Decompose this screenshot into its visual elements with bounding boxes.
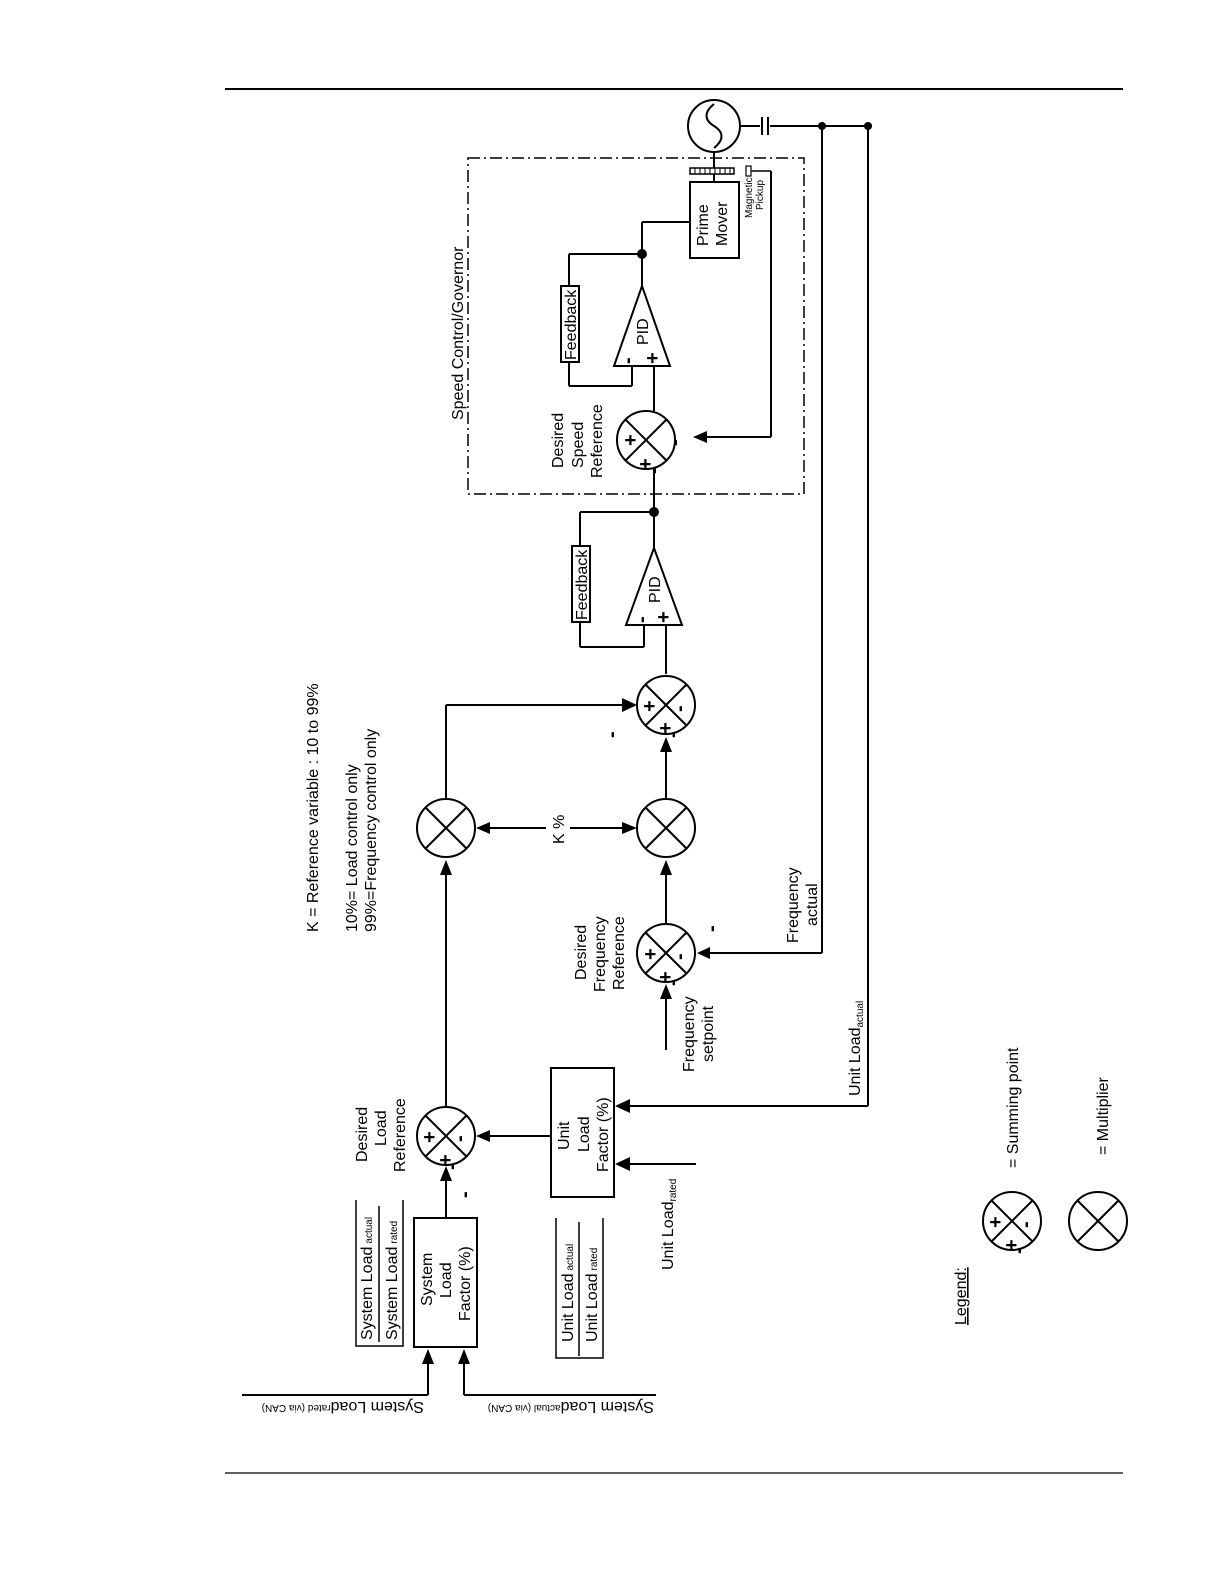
system-load-factor-label-3: Factor (%) [457,1246,474,1321]
svg-text:-: - [664,439,686,446]
load-minus-sign: - [454,1191,476,1198]
svg-text:Unit Loadrated: Unit Loadrated [584,1248,601,1342]
svg-text:-: - [662,979,684,986]
svg-text:Unit Loadactual: Unit Loadactual [560,1244,577,1342]
speed-pid-label: PID [635,318,652,345]
frequency-actual-minus-sign: - [701,925,723,932]
load-control-note: 10%= Load control only [344,764,361,932]
system-load-factor-label-2: Load [438,1262,455,1298]
load-feedback-block [571,545,591,623]
frequency-setpoint-label-1: Frequency [681,996,698,1072]
speed-pid-block [612,282,672,367]
desired-speed-ref-label-3: Reference [589,404,606,478]
generator-icon [687,99,741,153]
combine-minus-sign: - [601,731,623,738]
speed-control-label: Speed Control/Governor [450,246,467,420]
svg-text:-: - [669,953,691,960]
prime-mover-block [689,181,740,259]
desired-frequency-ref-label-2: Frequency [592,916,609,992]
load-feedback-label: Feedback [574,549,591,620]
system-load-factor-label-1: System [419,1253,436,1306]
unit-load-factor-label-2: Load [576,1116,593,1152]
desired-load-ref-label-1: Desired [354,1107,371,1162]
shaft-coupling-icon [689,167,735,175]
frequency-actual-label-2: actual [804,883,821,926]
system-load-rated-input-label: System Loadrated (via CAN) [262,1398,424,1415]
svg-text:+: + [655,722,677,734]
magnetic-pickup-icon [745,165,752,177]
svg-text:System Loadactual: System Loadactual [359,1217,376,1340]
svg-text:+: + [635,458,657,470]
svg-text:+: + [985,1216,1007,1228]
reference-variable-note: K = Reference variable : 10 to 99% [305,683,322,932]
svg-text:-: - [662,731,684,738]
svg-text:+: + [655,971,677,983]
desired-load-ref-label-2: Load [373,1110,390,1146]
svg-text:+: + [653,611,675,623]
frequency-multiplier [636,798,696,858]
svg-text:-: - [669,705,691,712]
speed-feedback-label: Feedback [563,289,580,360]
load-multiplier [416,798,476,858]
frequency-control-note: 99%=Frequency control only [363,729,380,932]
legend-title: Legend: [953,1267,970,1325]
svg-text:-: - [441,1163,463,1170]
system-load-fraction: System Loadactual System Loadrated [355,1200,404,1347]
legend-multiplier-label: = Multiplier [1095,1077,1112,1155]
k-percent-label: K % [551,815,568,844]
svg-text:+: + [640,948,662,960]
prime-mover-label-1: Prime [695,204,712,246]
desired-frequency-ref-label-1: Desired [573,925,590,980]
desired-frequency-ref-label-3: Reference [611,916,628,990]
unit-load-rated-label: Unit Loadrated [660,1179,679,1270]
speed-control-group [467,157,805,495]
system-load-actual-input-label: System Loadactual (via CAN) [488,1398,654,1415]
svg-text:-: - [631,616,653,623]
svg-text:-: - [617,357,639,364]
svg-text:System Loadrated: System Loadrated [384,1221,401,1340]
magnetic-pickup-label-1: Magnetic [744,177,755,218]
unit-load-factor-label-1: Unit [556,1121,573,1150]
legend-summing-label: = Summing point [1005,1047,1022,1168]
svg-text:-: - [1008,1247,1030,1254]
desired-speed-ref-label-2: Speed [570,422,587,468]
svg-text:+: + [642,352,664,364]
legend-multiplier-icon [1068,1191,1128,1251]
svg-text:+: + [639,700,661,712]
svg-text:+: + [419,1131,441,1143]
unit-load-actual-label: Unit Loadactual [847,1001,866,1096]
desired-load-ref-label-3: Reference [392,1098,409,1172]
system-load-factor-block [413,1217,478,1348]
svg-text:-: - [449,1135,471,1142]
load-pid-label: PID [647,576,664,603]
unit-load-fraction: Unit Loadactual Unit Loadrated [555,1218,604,1359]
unit-load-factor-block [550,1067,615,1198]
frequency-setpoint-label-2: setpoint [700,1005,717,1062]
magnetic-pickup-label-2: Pickup [755,180,766,210]
prime-mover-label-2: Mover [714,201,731,246]
svg-text:+: + [435,1154,457,1166]
load-pid-block [624,545,684,626]
speed-feedback-block [560,285,580,363]
unit-load-factor-label-3: Factor (%) [595,1097,612,1172]
svg-text:+: + [620,434,642,446]
frequency-actual-label-1: Frequency [785,867,802,943]
svg-text:+: + [1001,1239,1023,1251]
desired-speed-ref-label-1: Desired [550,413,567,468]
svg-text:-: - [1015,1221,1037,1228]
